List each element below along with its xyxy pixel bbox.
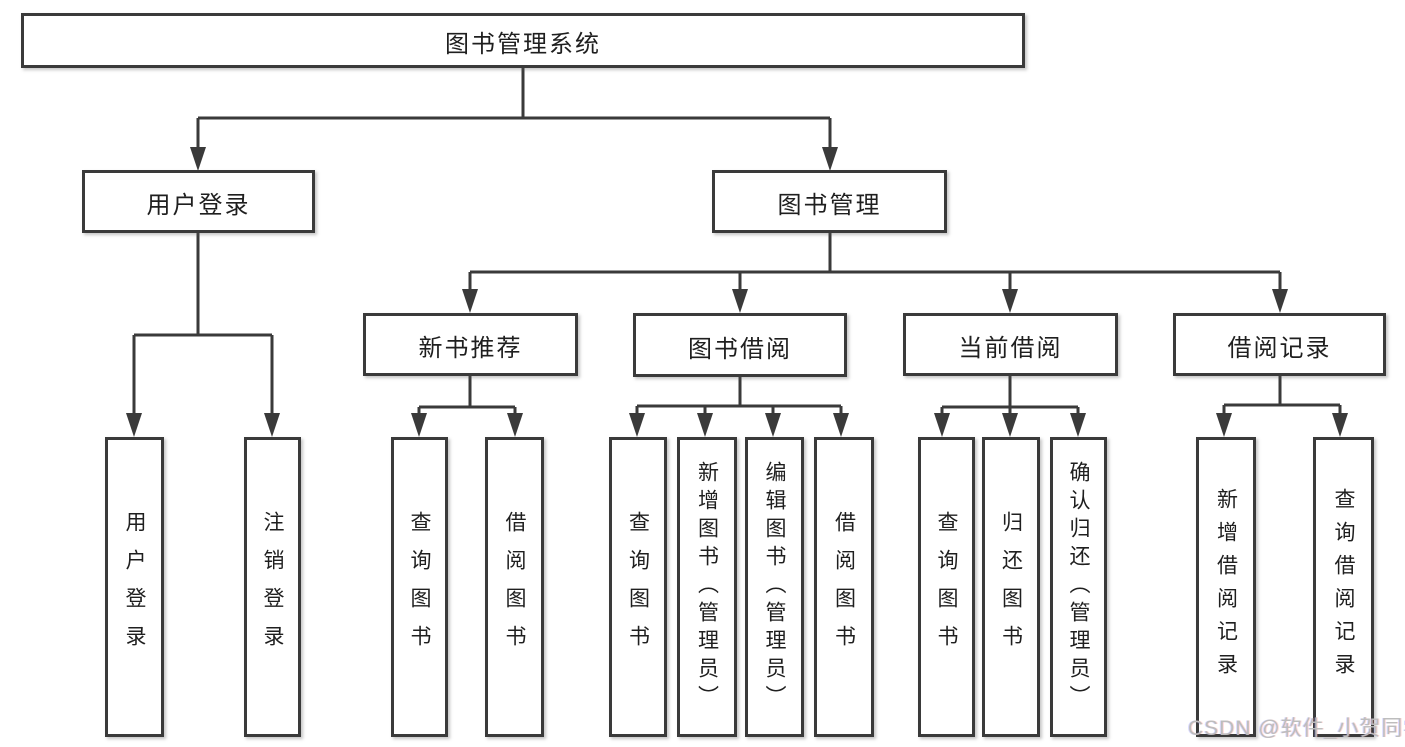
leaf-add-borrow-record: 新增借阅记录 xyxy=(1196,437,1256,737)
node-label: 注销登录 xyxy=(261,511,284,663)
node-borrow-records: 借阅记录 xyxy=(1173,313,1386,376)
node-current-borrow: 当前借阅 xyxy=(903,313,1118,376)
arrowheads xyxy=(126,147,1348,437)
node-label: 归还图书 xyxy=(999,511,1023,663)
node-label: 确认归还（管理员） xyxy=(1067,461,1090,713)
node-label: 借阅图书 xyxy=(503,511,526,663)
node-label: 借阅记录 xyxy=(1227,335,1332,362)
node-label: 用户登录 xyxy=(123,511,146,663)
node-label: 借阅图书 xyxy=(832,511,856,663)
node-label: 查询图书 xyxy=(626,511,650,663)
node-label: 新书推荐 xyxy=(418,335,523,362)
node-user-login: 用户登录 xyxy=(82,170,315,233)
node-label: 用户登录 xyxy=(146,192,251,219)
node-label: 新增图书（管理员） xyxy=(695,461,719,713)
leaf-query-borrow-record: 查询借阅记录 xyxy=(1313,437,1374,737)
node-label: 图书管理 xyxy=(777,192,882,219)
node-label: 图书管理系统 xyxy=(445,31,601,58)
leaf-edit-book-admin: 编辑图书（管理员） xyxy=(745,437,804,737)
node-label: 查询图书 xyxy=(935,511,958,663)
node-new-book-recommend: 新书推荐 xyxy=(363,313,578,376)
node-label: 当前借阅 xyxy=(958,335,1063,362)
leaf-query-books-recommend: 查询图书 xyxy=(391,437,448,737)
connector-paths xyxy=(132,68,1342,414)
node-label: 编辑图书（管理员） xyxy=(763,461,786,713)
node-label: 查询借阅记录 xyxy=(1332,488,1355,686)
leaf-borrow-books-recommend: 借阅图书 xyxy=(485,437,544,737)
leaf-query-books-borrow: 查询图书 xyxy=(609,437,667,737)
node-book-management: 图书管理 xyxy=(712,170,947,233)
leaf-logout: 注销登录 xyxy=(244,437,301,737)
leaf-add-book-admin: 新增图书（管理员） xyxy=(677,437,737,737)
leaf-user-login: 用户登录 xyxy=(105,437,164,737)
node-label: 查询图书 xyxy=(408,511,431,663)
leaf-confirm-return-admin: 确认归还（管理员） xyxy=(1050,437,1107,737)
node-book-borrow: 图书借阅 xyxy=(633,313,847,377)
leaf-borrow-books-2: 借阅图书 xyxy=(814,437,874,737)
csdn-watermark: CSDN @软件_小贺同学 xyxy=(1188,717,1405,740)
leaf-query-books-current: 查询图书 xyxy=(918,437,975,737)
node-label: 图书借阅 xyxy=(688,335,792,363)
node-library-system: 图书管理系统 xyxy=(21,13,1025,68)
leaf-return-book: 归还图书 xyxy=(982,437,1040,737)
node-label: 新增借阅记录 xyxy=(1214,488,1238,686)
